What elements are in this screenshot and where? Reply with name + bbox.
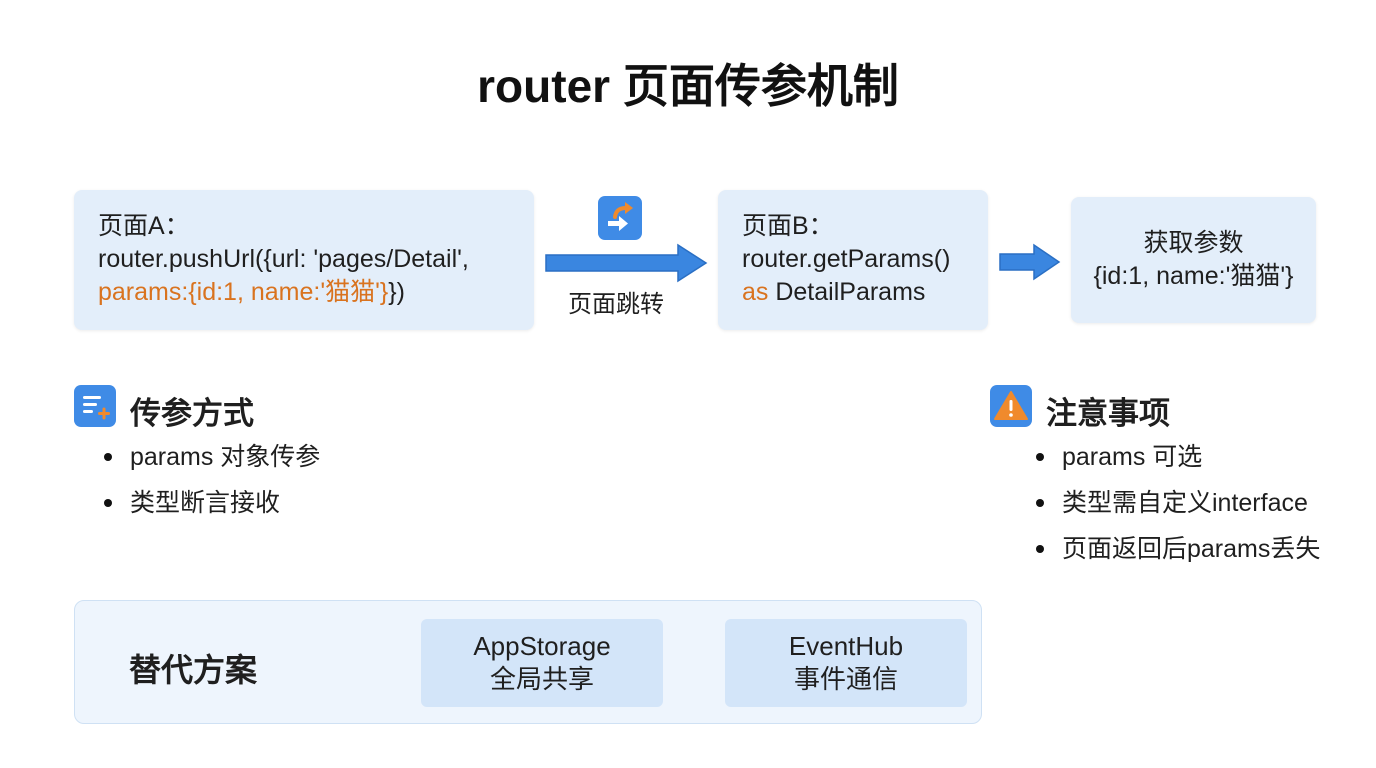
appstorage-card: AppStorage 全局共享 bbox=[421, 619, 663, 707]
redirect-arrow-icon bbox=[598, 196, 642, 240]
page-a-params-code: params:{id:1, name:'猫猫'} bbox=[98, 278, 389, 306]
page-a-closing: }) bbox=[388, 278, 405, 306]
page-a-box: 页面A： router.pushUrl({url: 'pages/Detail'… bbox=[74, 190, 534, 330]
detail-params-type: DetailParams bbox=[768, 278, 926, 306]
alt-card-name: EventHub bbox=[788, 631, 904, 661]
page-b-getparams-code: router.getParams() bbox=[742, 245, 951, 273]
warning-icon bbox=[990, 385, 1032, 427]
page-b-box: 页面B： router.getParams() as DetailParams bbox=[718, 190, 988, 330]
page-b-heading: 页面B： bbox=[742, 212, 834, 240]
result-arrow bbox=[999, 243, 1061, 281]
methods-list: params 对象传参 类型断言接收 bbox=[104, 442, 320, 534]
list-item: params 对象传参 bbox=[104, 442, 320, 488]
list-item: 类型断言接收 bbox=[104, 488, 320, 534]
result-box: 获取参数 {id:1, name:'猫猫'} bbox=[1071, 197, 1316, 323]
alternatives-label: 替代方案 bbox=[129, 652, 258, 688]
page-a-params-line: params:{id:1, name:'猫猫'}}) bbox=[98, 276, 510, 309]
result-heading: 获取参数 bbox=[1143, 229, 1244, 257]
page-title: router 页面传参机制 bbox=[477, 60, 899, 112]
methods-title: 传参方式 bbox=[130, 396, 254, 431]
list-item: 类型需自定义interface bbox=[1036, 488, 1320, 534]
list-add-icon bbox=[74, 385, 116, 427]
jump-label: 页面跳转 bbox=[568, 291, 664, 318]
as-keyword: as bbox=[742, 278, 769, 306]
result-value: {id:1, name:'猫猫'} bbox=[1093, 262, 1294, 290]
notes-list: params 可选 类型需自定义interface 页面返回后params丢失 bbox=[1036, 442, 1320, 580]
list-item: 页面返回后params丢失 bbox=[1036, 534, 1320, 580]
page-b-as-line: as DetailParams bbox=[742, 276, 964, 309]
page-a-pushurl-code: router.pushUrl({url: 'pages/Detail', bbox=[98, 245, 469, 273]
alt-card-desc: 全局共享 bbox=[489, 664, 594, 694]
notes-title: 注意事项 bbox=[1046, 396, 1170, 431]
jump-arrow bbox=[545, 243, 708, 283]
alternatives-panel: 替代方案 AppStorage 全局共享 EventHub 事件通信 bbox=[74, 600, 982, 724]
alt-card-desc: 事件通信 bbox=[793, 664, 898, 694]
page-a-heading: 页面A： bbox=[98, 212, 190, 240]
alt-card-name: AppStorage bbox=[473, 631, 611, 661]
list-item: params 可选 bbox=[1036, 442, 1320, 488]
eventhub-card: EventHub 事件通信 bbox=[725, 619, 967, 707]
